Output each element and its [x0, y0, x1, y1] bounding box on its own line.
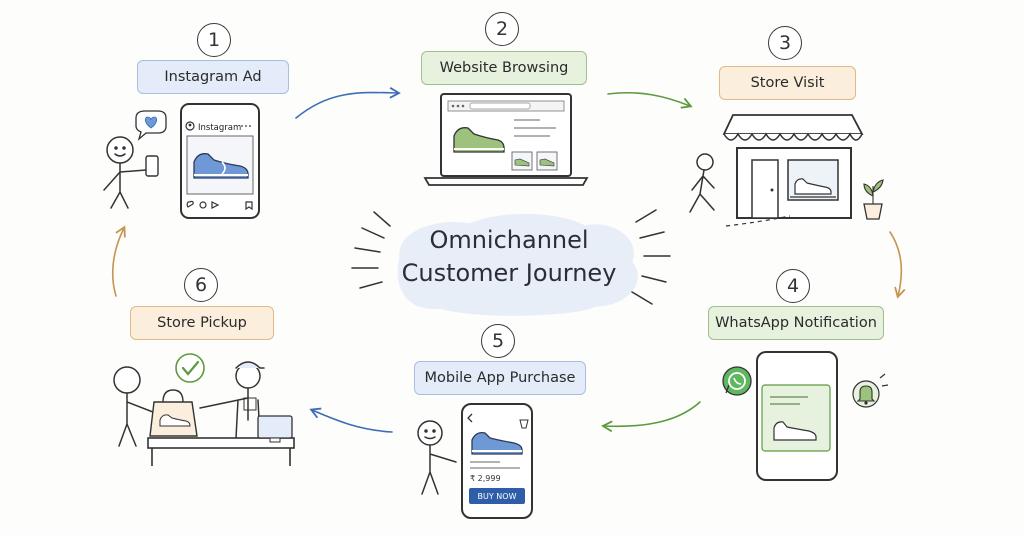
walking-person-icon	[689, 153, 715, 213]
customer-person-icon	[113, 366, 159, 447]
message-lines	[770, 396, 808, 405]
arrow-2-to-3	[607, 91, 693, 109]
clerk-person-icon	[199, 361, 265, 439]
product-text-lines	[514, 119, 556, 137]
center-title-line2: Customer Journey	[401, 259, 617, 287]
step-3-number: 3	[768, 26, 802, 60]
step-5-label: Mobile App Purchase	[414, 361, 586, 395]
person-icon	[103, 136, 147, 209]
hand-phone-icon	[145, 155, 159, 177]
step2-illustration	[423, 93, 589, 186]
back-arrow-icon	[467, 413, 473, 423]
step-2-number: 2	[485, 12, 519, 46]
shoe-blue-icon	[193, 153, 249, 179]
arrow-3-to-4	[889, 231, 906, 299]
store-awning	[722, 114, 864, 135]
step-1-number: 1	[197, 23, 231, 57]
app-text-lines	[470, 461, 520, 469]
step4-illustration	[722, 351, 889, 481]
store-door	[751, 159, 779, 219]
arrow-5-to-6	[309, 407, 393, 433]
step5-illustration: ₹ 2,999 BUY NOW	[417, 403, 533, 519]
center-title-line1: Omnichannel	[429, 226, 589, 254]
step6-illustration	[113, 353, 295, 466]
step-6-label: Store Pickup	[130, 306, 274, 340]
step-1-label: Instagram Ad	[137, 60, 289, 94]
step-3-label: Store Visit	[719, 66, 856, 100]
profile-icon	[185, 121, 195, 131]
flow-arrows	[111, 87, 906, 433]
step-5-number: 5	[481, 324, 515, 358]
shoe-green-icon	[453, 127, 505, 153]
notification-card	[761, 384, 831, 452]
shopping-bag-icon	[149, 389, 198, 437]
shoe-notification-icon	[773, 421, 817, 441]
laptop-base	[423, 177, 589, 186]
check-icon	[175, 353, 205, 383]
shoe-app-icon	[471, 432, 523, 455]
buy-now-button[interactable]	[469, 488, 525, 504]
instagram-phone: Instagram	[180, 103, 260, 219]
step-2-label: Website Browsing	[421, 51, 587, 85]
step-4-label: WhatsApp Notification	[708, 306, 884, 340]
step-4-number: 4	[776, 269, 810, 303]
counter-top	[147, 437, 295, 449]
plant-icon	[863, 179, 884, 220]
price-text: ₹ 2,999	[470, 474, 501, 483]
whatsapp-icon	[722, 366, 752, 396]
cart-icon	[519, 419, 529, 429]
step-6-number: 6	[184, 268, 218, 302]
arrow-6-to-1	[111, 225, 126, 297]
buy-now-label: BUY NOW	[478, 492, 517, 501]
pos-terminal-icon	[257, 415, 293, 443]
instagram-app-name: Instagram	[198, 123, 241, 133]
step3-illustration	[689, 114, 884, 227]
heart-bubble-icon	[135, 110, 167, 141]
center-title: Omnichannel Customer Journey	[395, 224, 623, 290]
post-actions-icons	[186, 200, 253, 211]
shoe-display-icon	[794, 178, 832, 195]
buyer-person-icon	[417, 420, 457, 495]
bell-icon	[852, 373, 889, 408]
arrow-1-to-2	[295, 87, 401, 119]
arrow-4-to-5	[601, 401, 701, 433]
footsteps-path	[725, 215, 791, 227]
center-cloud	[351, 209, 671, 316]
step1-illustration: Instagram	[103, 103, 260, 219]
center-rays	[351, 209, 671, 305]
